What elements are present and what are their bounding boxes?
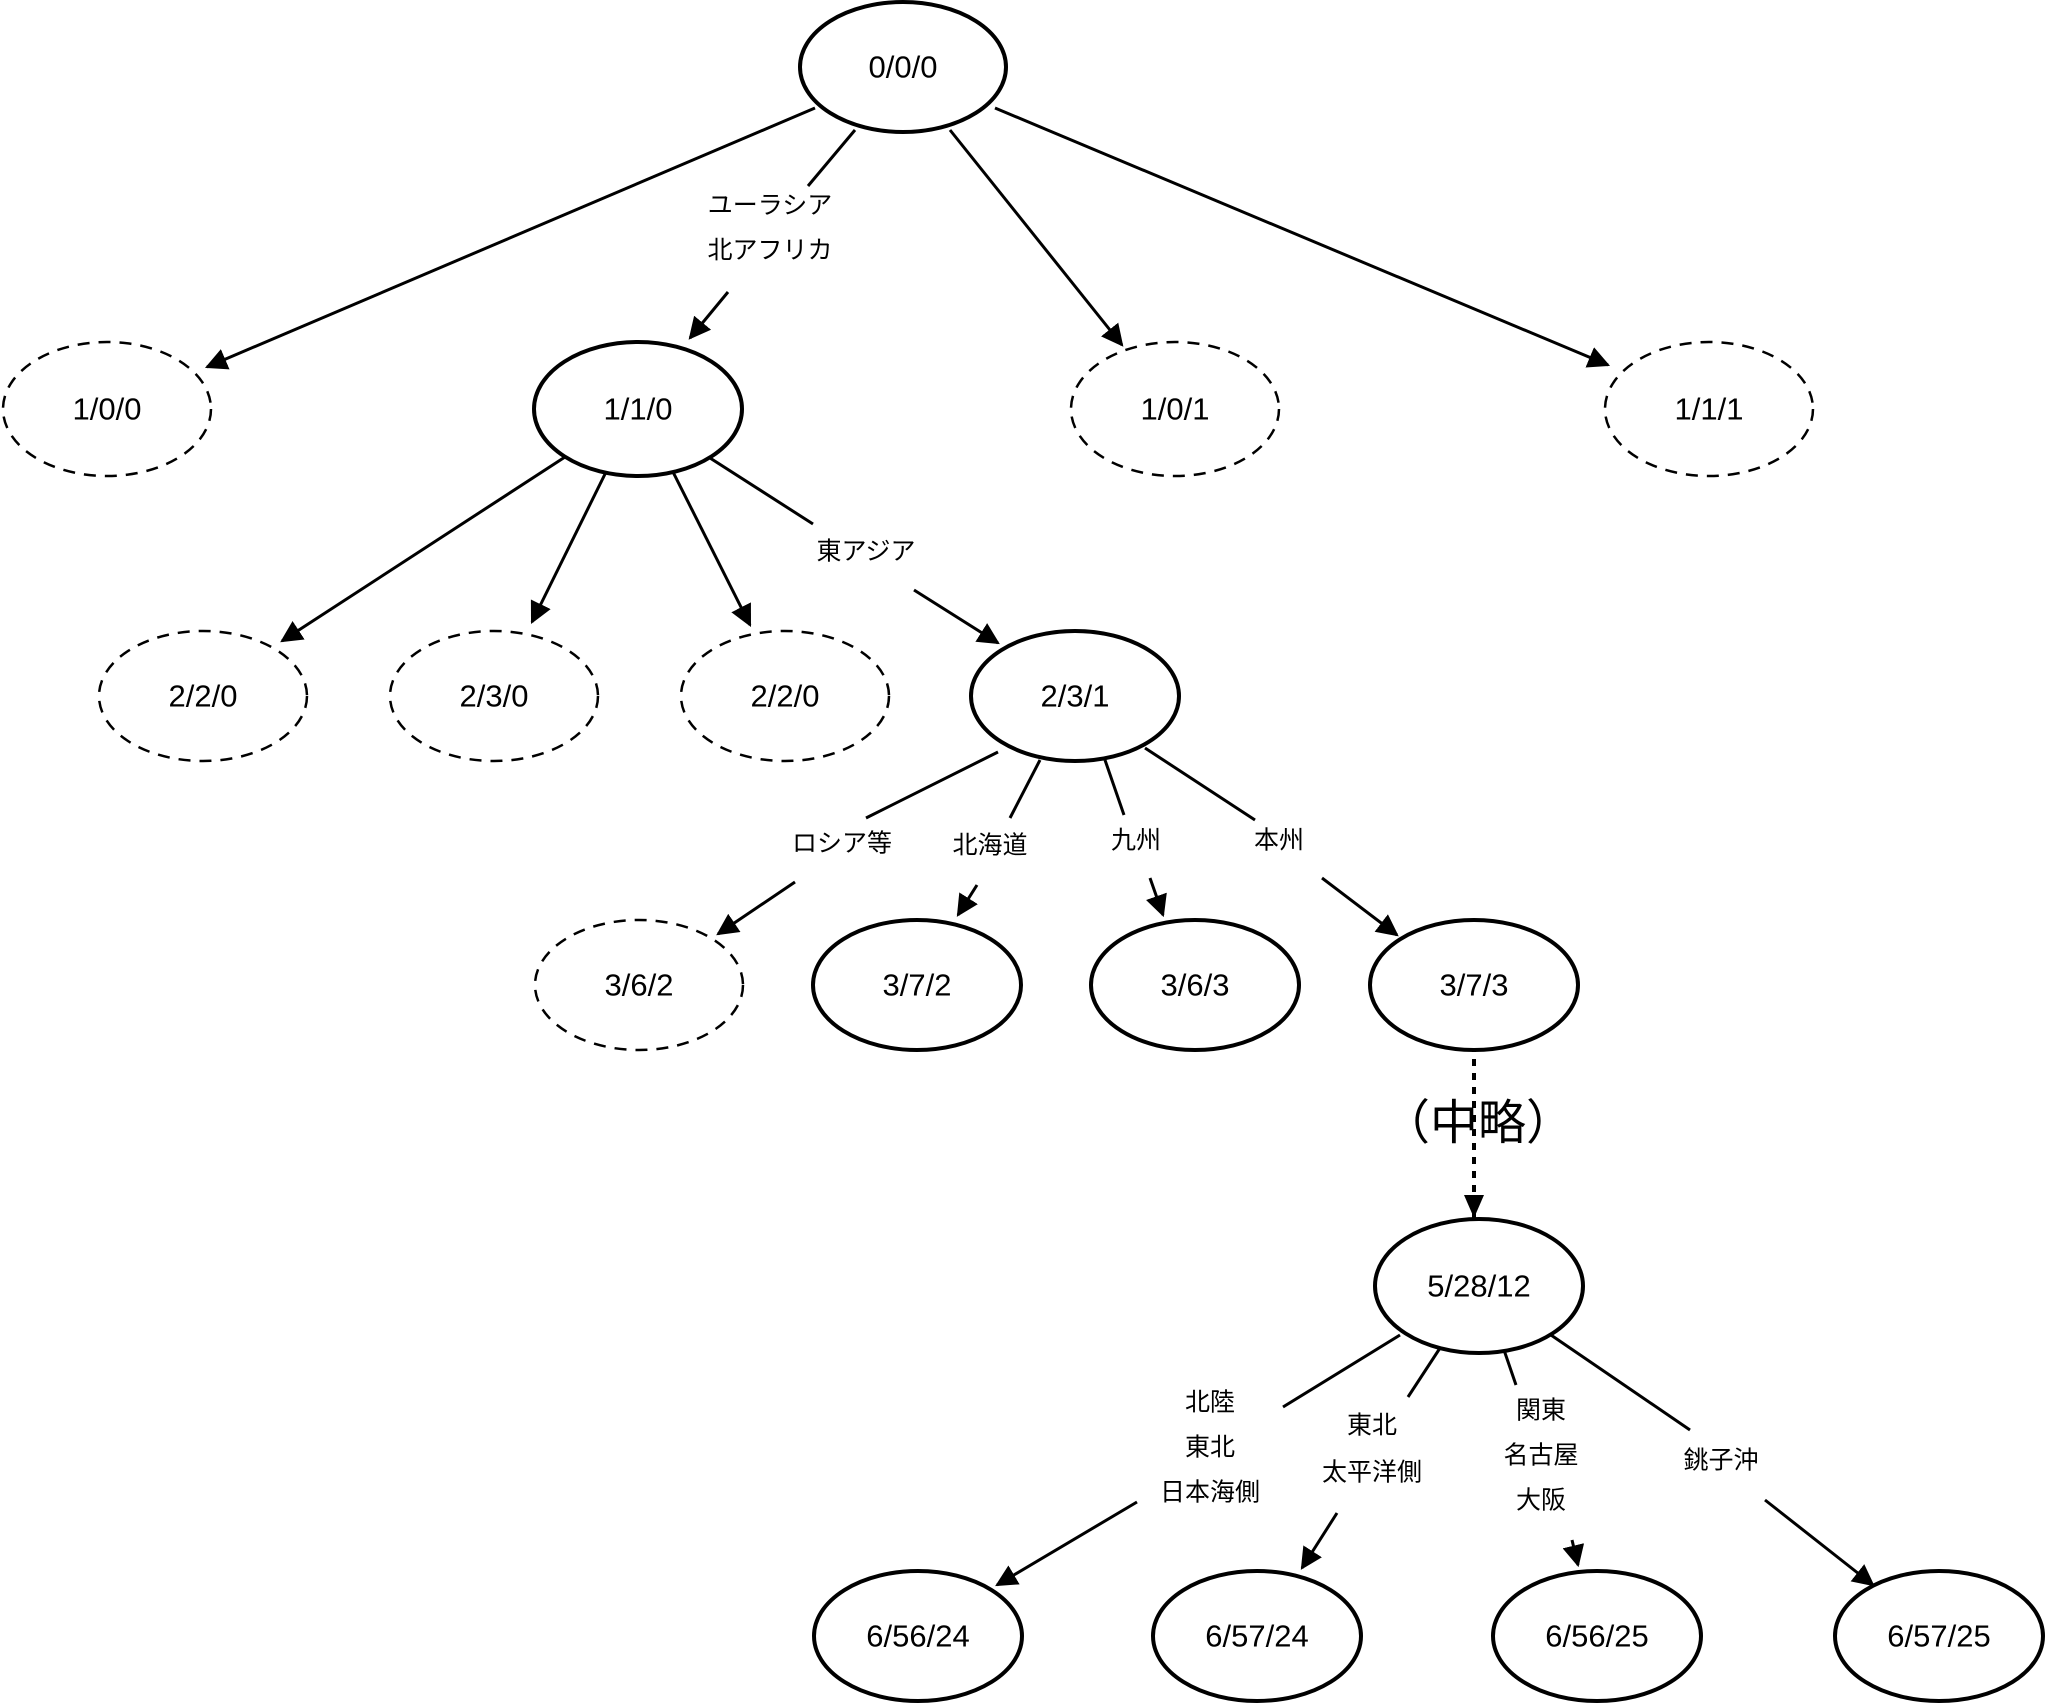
edge-231-373-a <box>1144 746 1256 822</box>
edge-label-east-asia: 東アジア <box>816 537 915 566</box>
edge-52812-65725-a <box>1547 1331 1691 1432</box>
node-65725: 6/57/25 <box>1833 1569 2045 1703</box>
node-label: 0/0/0 <box>869 50 938 85</box>
edge-231-372-b <box>956 884 979 917</box>
edge-label-hokuriku-2: 東北 <box>1185 1433 1235 1462</box>
node-65625: 6/56/25 <box>1491 1569 1703 1703</box>
node-220a: 2/2/0 <box>97 629 309 763</box>
node-363: 3/6/3 <box>1089 918 1301 1052</box>
node-label: 1/0/1 <box>1141 392 1210 427</box>
edge-52812-65625-b <box>1562 1539 1585 1568</box>
edge-231-363-a <box>1103 759 1126 816</box>
edge-52812-65724-b <box>1300 1512 1339 1570</box>
node-220b: 2/2/0 <box>679 629 891 763</box>
edge-000-110-b <box>688 291 730 340</box>
edge-231-373-b <box>1321 876 1399 937</box>
edge-label-russia: ロシア等 <box>792 829 892 858</box>
node-label: 3/6/2 <box>605 968 674 1003</box>
node-000: 0/0/0 <box>798 0 1008 134</box>
node-label: 5/28/12 <box>1427 1269 1530 1304</box>
node-65724: 6/57/24 <box>1151 1569 1363 1703</box>
edge-label-kyushu: 九州 <box>1111 826 1161 855</box>
node-label: 2/2/0 <box>169 679 238 714</box>
edge-110-231-b <box>913 588 1000 645</box>
edge-000-100 <box>204 106 816 370</box>
node-label: 1/1/1 <box>1675 392 1744 427</box>
node-362: 3/6/2 <box>533 918 745 1052</box>
edge-110-230 <box>530 469 609 624</box>
edge-231-372-a <box>1008 759 1042 819</box>
node-label: 2/2/0 <box>751 679 820 714</box>
node-111: 1/1/1 <box>1603 340 1815 478</box>
node-52812: 5/28/12 <box>1373 1217 1585 1355</box>
node-100: 1/0/0 <box>1 340 213 478</box>
node-373: 3/7/3 <box>1368 918 1580 1052</box>
node-label: 1/1/0 <box>604 392 673 427</box>
edge-52812-65725-b <box>1764 1498 1875 1587</box>
edge-label-kanto-1: 関東 <box>1516 1396 1566 1425</box>
node-label: 3/6/3 <box>1161 968 1230 1003</box>
edge-label-eurasia-2: 北アフリカ <box>707 236 832 265</box>
node-101: 1/0/1 <box>1069 340 1281 478</box>
edge-000-110-a <box>806 129 857 187</box>
node-label: 2/3/1 <box>1041 679 1110 714</box>
edge-110-220b <box>670 469 752 627</box>
node-label: 6/56/24 <box>866 1619 969 1654</box>
edge-110-231-a <box>709 456 814 526</box>
edge-231-362-a <box>865 750 999 820</box>
node-label: 6/56/25 <box>1545 1619 1648 1654</box>
edge-label-hokuriku-3: 日本海側 <box>1160 1478 1260 1507</box>
edge-231-363-b <box>1146 877 1167 918</box>
node-label: 3/7/2 <box>883 968 952 1003</box>
edge-label-kanto-3: 大阪 <box>1516 1486 1566 1515</box>
edge-label-tohoku-1: 東北 <box>1347 1411 1397 1440</box>
node-110: 1/1/0 <box>532 340 744 478</box>
edge-label-kanto-2: 名古屋 <box>1503 1441 1578 1470</box>
node-label: 3/7/3 <box>1440 968 1509 1003</box>
edge-label-honshu: 本州 <box>1254 826 1304 855</box>
edge-52812-65624-a <box>1282 1333 1401 1409</box>
edge-000-111 <box>994 106 1611 368</box>
edge-label-eurasia-1: ユーラシア <box>708 191 833 220</box>
node-231: 2/3/1 <box>969 629 1181 763</box>
edge-000-101 <box>948 129 1124 347</box>
node-230: 2/3/0 <box>388 629 600 763</box>
node-label: 6/57/25 <box>1887 1619 1990 1654</box>
edge-label-tohoku-2: 太平洋側 <box>1322 1458 1422 1487</box>
node-label: 6/57/24 <box>1205 1619 1308 1654</box>
edge-label-hokuriku-1: 北陸 <box>1185 1388 1235 1417</box>
edge-231-362-b <box>716 880 796 936</box>
edge-label-choshi: 銚子沖 <box>1683 1446 1758 1475</box>
arrowhead-373-52812 <box>1464 1195 1484 1218</box>
edge-52812-65624-b <box>995 1500 1138 1587</box>
edge-52812-65625-a <box>1502 1349 1518 1386</box>
omitted-label: （中略） <box>1382 1095 1574 1151</box>
node-label: 1/0/0 <box>73 392 142 427</box>
node-65624: 6/56/24 <box>812 1569 1024 1703</box>
edge-110-220a <box>280 455 566 643</box>
edge-label-hokkaido: 北海道 <box>952 831 1027 860</box>
node-label: 2/3/0 <box>460 679 529 714</box>
node-372: 3/7/2 <box>811 918 1023 1052</box>
edge-52812-65724-a <box>1406 1344 1444 1398</box>
